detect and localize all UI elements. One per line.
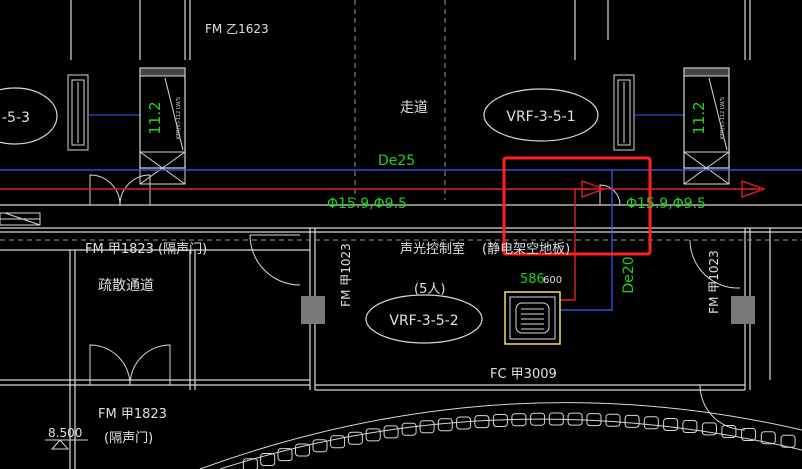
seat xyxy=(456,416,472,430)
dashed-lines xyxy=(0,0,802,241)
refrigerant-branch xyxy=(560,188,590,301)
seat xyxy=(419,420,435,434)
fm-vertical-left: FM 甲1023 xyxy=(339,243,353,307)
seat xyxy=(474,415,490,429)
vrf-unit-left: 11.2 KFR(V)-112 LW/S xyxy=(67,67,186,185)
seat xyxy=(330,435,346,449)
fm-bottom-label: FM 甲1823 xyxy=(98,407,167,422)
pipe-size-right: Φ15.9,Φ9.5 xyxy=(626,196,706,212)
column-left xyxy=(301,296,325,324)
persons-label: (5人) xyxy=(414,282,445,297)
vrf-tag-right xyxy=(483,88,599,142)
seat-row xyxy=(242,412,796,469)
pipe-de20-label: De20 xyxy=(621,256,637,293)
fm-vertical-right: FM 甲1023 xyxy=(707,250,721,314)
seat xyxy=(605,413,621,427)
seat xyxy=(511,413,527,427)
seat xyxy=(682,420,698,433)
seat xyxy=(492,414,508,427)
flow-arrow-2 xyxy=(741,180,767,198)
seat xyxy=(312,439,328,453)
vrf-unit-right: 11.2 KFR(V)-112 LW/S xyxy=(613,67,730,185)
fc-cassette-unit xyxy=(504,291,561,345)
seat xyxy=(401,422,417,436)
vrf-tag-bottom xyxy=(365,294,483,344)
seat xyxy=(780,434,796,448)
evac-label: 疏散通道 xyxy=(98,278,154,294)
seat xyxy=(295,443,310,457)
unit-model-left: KFR(V)-112 LW/S xyxy=(176,97,182,139)
seat xyxy=(548,412,564,426)
seat xyxy=(643,416,659,430)
vrf-right-label: VRF-3-5-1 xyxy=(506,109,575,125)
seat xyxy=(365,428,381,442)
doors xyxy=(89,174,746,431)
seat xyxy=(383,425,399,439)
vrf-tag-left xyxy=(0,87,58,145)
elevation-marker xyxy=(45,439,88,450)
control-room-label: 声光控制室 xyxy=(400,241,465,257)
seat xyxy=(567,412,583,426)
fc-label: FC 甲3009 xyxy=(490,367,557,382)
seat xyxy=(721,425,737,438)
highlight-box xyxy=(502,156,652,256)
condensate-branch xyxy=(560,170,613,311)
vrf-bottom-label: VRF-3-5-2 xyxy=(389,313,458,329)
seat xyxy=(260,453,276,466)
seat xyxy=(347,431,363,445)
corridor-label: 走道 xyxy=(400,100,428,116)
seat xyxy=(624,414,640,428)
size-label-586: 586 xyxy=(520,272,545,287)
door-note-bottom: (隔声门) xyxy=(104,431,153,446)
seat xyxy=(530,412,546,426)
fm-door-label: FM 甲1823 (隔声门) xyxy=(85,242,207,257)
elevation-label: 8.500 xyxy=(48,426,82,440)
ramp-symbol xyxy=(0,212,41,226)
unit-size-left: 11.2 xyxy=(146,101,164,134)
vrf-left-label: -5-3 xyxy=(2,110,30,126)
seat xyxy=(663,418,679,431)
pipe-de25-label: De25 xyxy=(378,153,415,169)
seating-arc xyxy=(199,402,802,469)
seat xyxy=(437,418,453,432)
seat xyxy=(741,428,757,441)
pipe-size-left: Φ15.9,Φ9.5 xyxy=(327,196,407,212)
column-right xyxy=(731,296,755,324)
unit-size-right: 11.2 xyxy=(690,101,708,134)
seat xyxy=(242,458,258,469)
seat xyxy=(277,448,293,462)
size-label-600: 600 xyxy=(543,275,562,286)
unit-model-right: KFR(V)-112 LW/S xyxy=(720,97,726,139)
seat xyxy=(701,422,717,436)
floor-note-label: (静电架空地板) xyxy=(482,242,570,257)
seat xyxy=(586,413,602,427)
fm-top-label: FM 乙1623 xyxy=(205,22,269,36)
seat xyxy=(760,431,776,445)
